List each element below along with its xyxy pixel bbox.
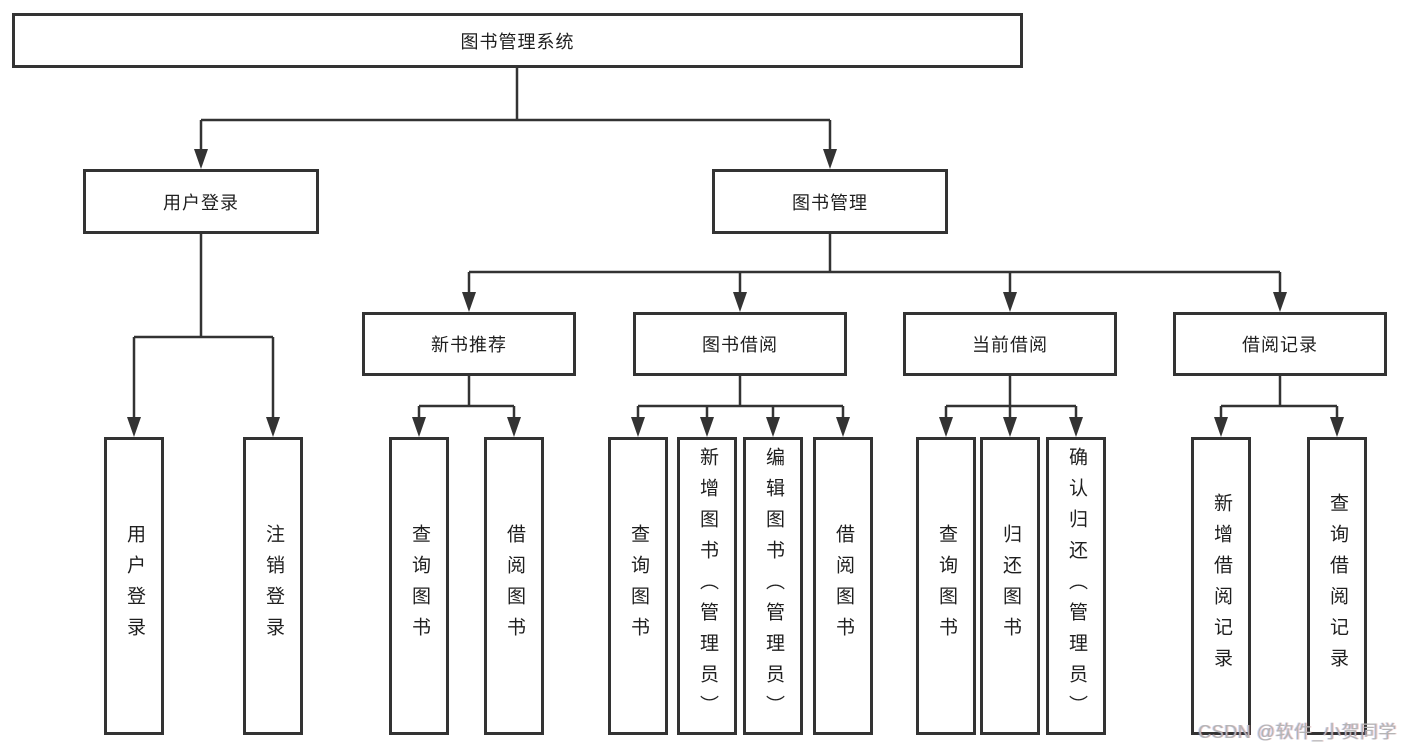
node-borrowing-records: 借阅记录 bbox=[1173, 312, 1387, 376]
node-user-login-label: 用户登录 bbox=[163, 192, 239, 213]
arrowheads bbox=[127, 149, 1344, 437]
leaf-confirm-return-admin: 确认归还（管理员） bbox=[1046, 437, 1106, 735]
leaf-borrow-books-recommend-label: 借阅图书 bbox=[503, 524, 525, 648]
leaf-user-login: 用户登录 bbox=[104, 437, 164, 735]
arrow-icon bbox=[766, 417, 780, 437]
arrow-icon bbox=[939, 417, 953, 437]
node-library-system: 图书管理系统 bbox=[12, 13, 1023, 68]
leaf-return-books: 归还图书 bbox=[980, 437, 1040, 735]
node-book-borrowing: 图书借阅 bbox=[633, 312, 847, 376]
connector-book-management-children bbox=[467, 234, 1282, 294]
watermark-text: CSDN @软件_小贺同学 bbox=[1198, 722, 1397, 742]
leaf-borrow-books-label: 借阅图书 bbox=[832, 524, 854, 648]
leaf-add-book-admin: 新增图书（管理员） bbox=[677, 437, 737, 735]
leaf-query-books-borrow: 查询图书 bbox=[608, 437, 668, 735]
arrow-icon bbox=[127, 417, 141, 437]
node-user-login: 用户登录 bbox=[83, 169, 319, 234]
node-book-management: 图书管理 bbox=[712, 169, 948, 234]
node-new-book-recommend: 新书推荐 bbox=[362, 312, 576, 376]
connector-user-login-children bbox=[132, 234, 275, 418]
arrow-icon bbox=[462, 292, 476, 312]
node-new-book-recommend-label: 新书推荐 bbox=[431, 335, 507, 355]
node-current-borrowing-label: 当前借阅 bbox=[972, 335, 1048, 355]
connector-new-book-children bbox=[417, 376, 516, 418]
leaf-query-books-recommend: 查询图书 bbox=[389, 437, 449, 735]
arrow-icon bbox=[1273, 292, 1287, 312]
leaf-confirm-return-admin-label: 确认归还（管理员） bbox=[1065, 446, 1087, 726]
leaf-user-login-label: 用户登录 bbox=[123, 524, 145, 648]
watermark: CSDN @软件_小贺同学 bbox=[1198, 718, 1397, 744]
node-book-management-label: 图书管理 bbox=[792, 192, 868, 213]
node-current-borrowing: 当前借阅 bbox=[903, 312, 1117, 376]
arrow-icon bbox=[733, 292, 747, 312]
arrow-icon bbox=[507, 417, 521, 437]
leaf-add-borrow-record: 新增借阅记录 bbox=[1191, 437, 1251, 735]
connector-root-to-level2 bbox=[199, 68, 832, 152]
leaf-return-books-label: 归还图书 bbox=[999, 524, 1021, 648]
arrow-icon bbox=[194, 149, 208, 169]
arrow-icon bbox=[1214, 417, 1228, 437]
leaf-query-books-recommend-label: 查询图书 bbox=[408, 524, 430, 648]
leaf-borrow-books: 借阅图书 bbox=[813, 437, 873, 735]
arrow-icon bbox=[1003, 417, 1017, 437]
leaf-query-borrow-record-label: 查询借阅记录 bbox=[1326, 493, 1348, 679]
leaf-edit-book-admin: 编辑图书（管理员） bbox=[743, 437, 803, 735]
leaf-logout-label: 注销登录 bbox=[262, 524, 284, 648]
arrow-icon bbox=[823, 149, 837, 169]
leaf-add-book-admin-label: 新增图书（管理员） bbox=[696, 446, 718, 726]
arrow-icon bbox=[1069, 417, 1083, 437]
leaf-borrow-books-recommend: 借阅图书 bbox=[484, 437, 544, 735]
leaf-query-books-borrow-label: 查询图书 bbox=[627, 524, 649, 648]
connector-book-borrow-children bbox=[636, 376, 845, 418]
arrow-icon bbox=[836, 417, 850, 437]
arrow-icon bbox=[1003, 292, 1017, 312]
connector-borrow-record-children bbox=[1219, 376, 1339, 418]
connector-current-borrow-children bbox=[944, 376, 1078, 418]
arrow-icon bbox=[266, 417, 280, 437]
node-book-borrowing-label: 图书借阅 bbox=[702, 335, 778, 355]
leaf-logout: 注销登录 bbox=[243, 437, 303, 735]
leaf-edit-book-admin-label: 编辑图书（管理员） bbox=[762, 446, 784, 726]
leaf-add-borrow-record-label: 新增借阅记录 bbox=[1210, 493, 1232, 679]
node-borrowing-records-label: 借阅记录 bbox=[1242, 335, 1318, 355]
arrow-icon bbox=[631, 417, 645, 437]
leaf-query-books-current: 查询图书 bbox=[916, 437, 976, 735]
arrow-icon bbox=[700, 417, 714, 437]
leaf-query-borrow-record: 查询借阅记录 bbox=[1307, 437, 1367, 735]
leaf-query-books-current-label: 查询图书 bbox=[935, 524, 957, 648]
arrow-icon bbox=[1330, 417, 1344, 437]
node-library-system-label: 图书管理系统 bbox=[460, 31, 575, 52]
arrow-icon bbox=[412, 417, 426, 437]
